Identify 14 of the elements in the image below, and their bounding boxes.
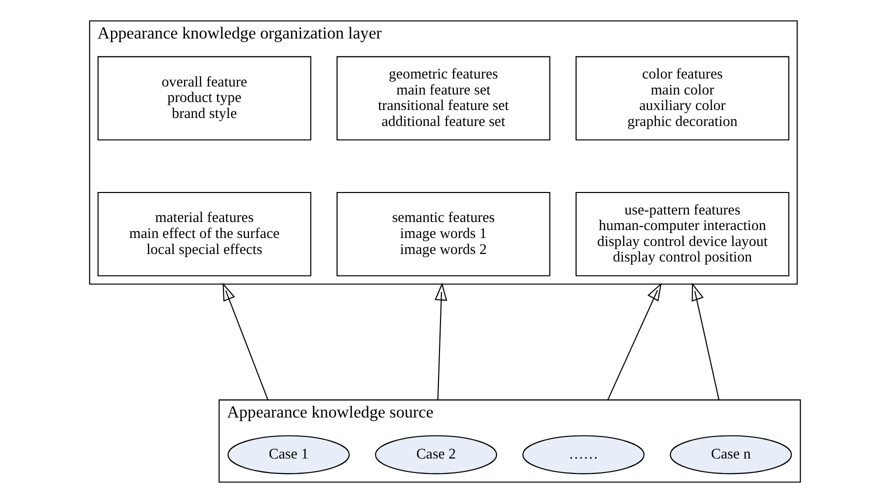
node-box: geometric features main feature set transitional feature set additional feature set <box>336 56 550 140</box>
node-ellipse: …… <box>522 435 644 474</box>
node-box: use-pattern features human-computer interaction display control device layout display control position <box>575 192 789 276</box>
node-box: color features main color auxiliary color graphic decoration <box>575 56 789 140</box>
node-box: material features main effect of the surface local special effects <box>97 192 311 276</box>
arrow <box>691 282 719 400</box>
arrow <box>434 282 447 400</box>
arrow <box>606 282 662 400</box>
node-box: overall feature product type brand style <box>97 56 311 140</box>
node-ellipse: Case 2 <box>374 435 497 474</box>
node-box: semantic features image words 1 image words 2 <box>336 192 550 276</box>
node-ellipse: Case 1 <box>227 435 350 474</box>
arrow <box>222 282 268 400</box>
node-ellipse: Case n <box>669 435 792 474</box>
